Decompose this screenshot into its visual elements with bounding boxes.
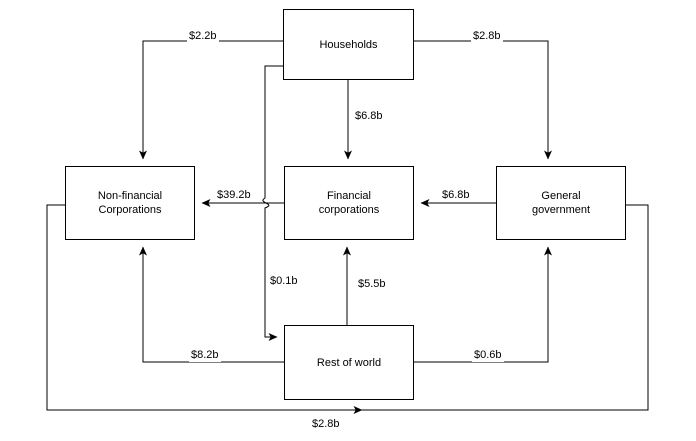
edge-row-to-nfc	[139, 246, 284, 363]
node-non-financial-corporations-label: Non-financial Corporations	[97, 190, 163, 216]
edge-label-gg-to-fc: $6.8b	[440, 189, 472, 202]
node-rest-of-world-label: Rest of world	[316, 356, 382, 369]
edge-label-fc-to-nfc: $39.2b	[215, 189, 253, 202]
edge-hh-to-row	[262, 65, 283, 341]
edge-label-hh-to-nfc: $2.2b	[187, 30, 219, 43]
edge-hh-to-gg	[414, 40, 552, 160]
node-financial-corporations[interactable]: Financial corporations	[284, 166, 414, 240]
node-rest-of-world[interactable]: Rest of world	[284, 325, 414, 400]
node-general-government[interactable]: General government	[496, 166, 626, 240]
edge-label-hh-to-fc: $6.8b	[353, 110, 385, 123]
node-households-label: Households	[319, 38, 378, 51]
edge-row-to-gg	[414, 246, 552, 363]
node-households[interactable]: Households	[283, 9, 414, 80]
edge-label-hh-to-gg: $2.8b	[471, 30, 503, 43]
edge-label-row-to-gg: $0.6b	[472, 349, 504, 362]
node-financial-corporations-label: Financial corporations	[318, 190, 380, 216]
node-non-financial-corporations[interactable]: Non-financial Corporations	[65, 166, 195, 240]
edge-label-row-to-fc: $5.5b	[356, 278, 388, 291]
edge-hh-to-nfc	[139, 40, 283, 160]
node-general-government-label: General government	[531, 190, 591, 216]
edge-label-row-to-nfc: $8.2b	[189, 349, 221, 362]
edge-label-nfc-to-gg: $2.8b	[310, 418, 342, 431]
edge-label-hh-to-row: $0.1b	[268, 275, 300, 288]
